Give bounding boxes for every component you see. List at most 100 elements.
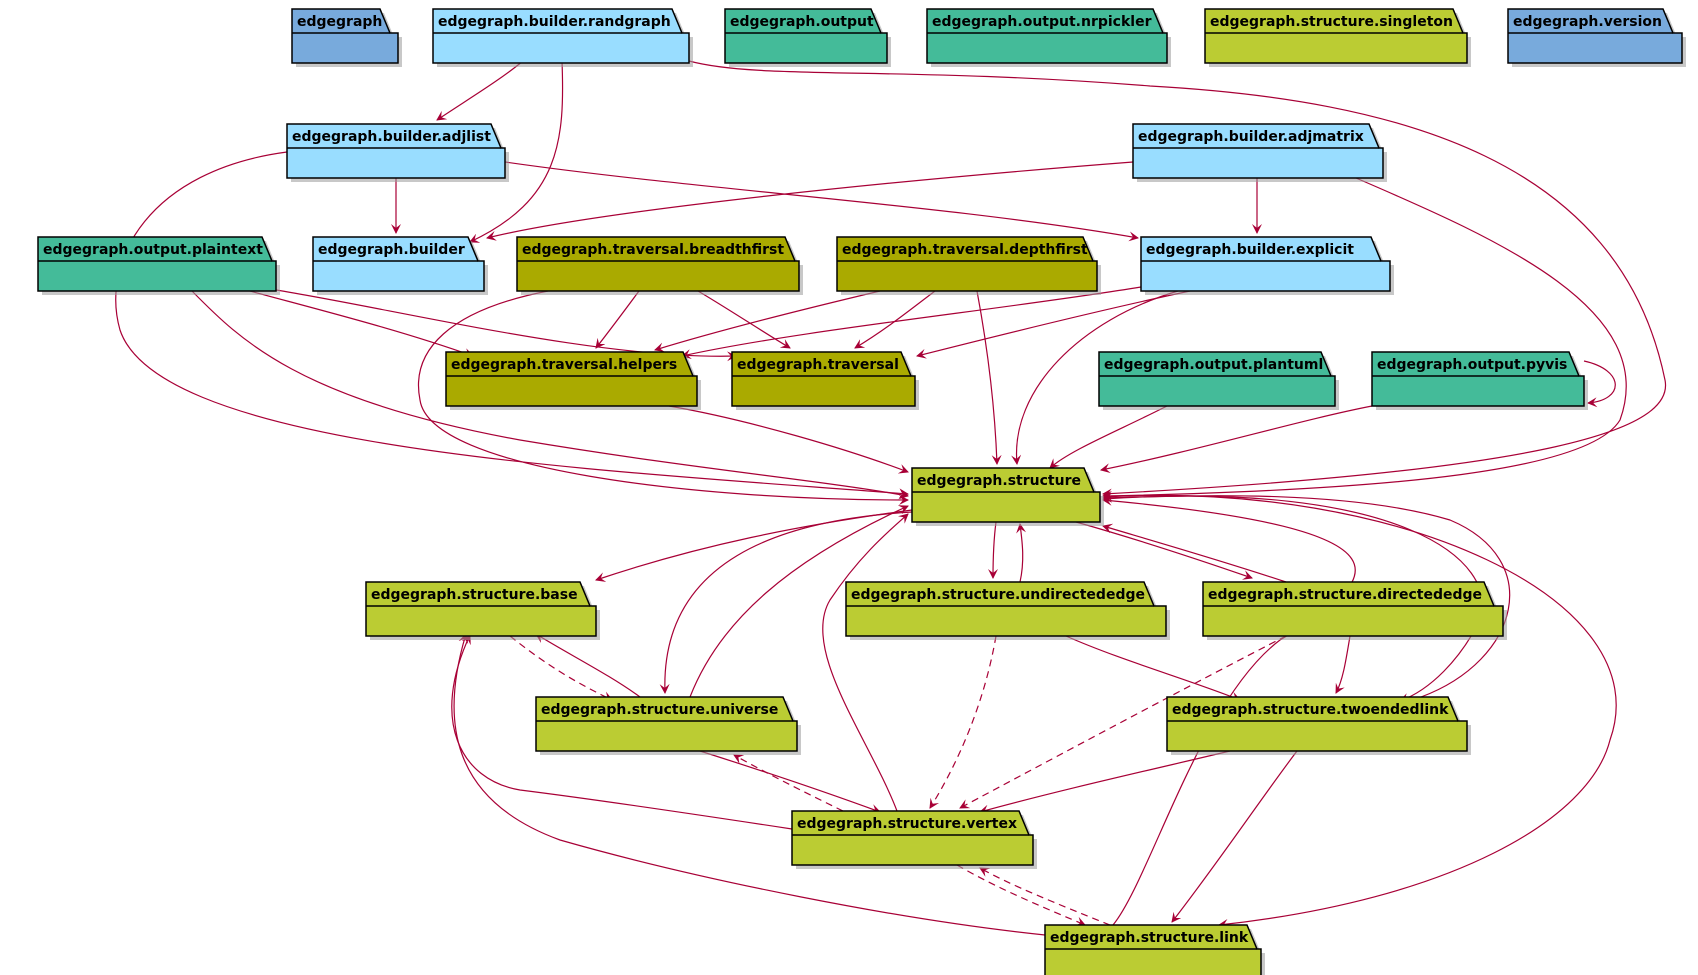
- dependency-edge-universe-to-base: [535, 633, 641, 698]
- dependency-edge-breadthfirst-to-helpers: [595, 290, 640, 349]
- package-depthfirst: edgegraph.traversal.depthfirst: [836, 236, 1101, 295]
- package-traversal: edgegraph.traversal: [731, 351, 919, 410]
- package-adjmatrix: edgegraph.builder.adjmatrix: [1132, 123, 1387, 182]
- dependency-edge-depthfirst-to-helpers: [654, 290, 881, 353]
- dependency-edge-undirectededge-to-vertex: [929, 635, 997, 809]
- package-label: edgegraph: [297, 14, 382, 30]
- package-folder-shape: [1098, 351, 1336, 407]
- package-folder-shape: [291, 8, 399, 64]
- package-singleton: edgegraph.structure.singleton: [1204, 8, 1471, 67]
- dependency-edge-directededge-to-structure: [1102, 523, 1287, 583]
- package-plaintext: edgegraph.output.plaintext: [37, 236, 280, 295]
- dependency-edge-vertex-to-structure: [822, 513, 909, 812]
- dependency-edge-pyvis-to-pyvis: [1583, 360, 1616, 408]
- dependency-edge-link-to-base: [453, 633, 1046, 936]
- package-label: edgegraph.structure.singleton: [1210, 14, 1453, 30]
- package-folder-shape: [791, 810, 1034, 866]
- package-label: edgegraph.structure.universe: [541, 702, 778, 718]
- package-label: edgegraph.structure.undirectededge: [851, 587, 1145, 603]
- package-label: edgegraph.builder.explicit: [1146, 242, 1354, 258]
- package-folder-shape: [365, 581, 597, 637]
- package-folder-shape: [1202, 581, 1504, 637]
- dependency-edge-link-to-vertex: [979, 867, 1111, 926]
- package-folder-shape: [724, 8, 888, 64]
- dependency-edges: [115, 60, 1667, 936]
- package-folder-shape: [1140, 236, 1391, 292]
- package-label: edgegraph.structure: [917, 473, 1081, 489]
- dependency-edge-directededge-to-vertex: [959, 635, 1287, 809]
- dependency-edge-universe-to-structure: [689, 505, 909, 698]
- dependency-edge-plantuml-to-structure: [1049, 405, 1168, 469]
- package-nodes: edgegraph edgegraph.builder.randgraph edge…: [37, 8, 1686, 975]
- package-folder-shape: [286, 123, 506, 179]
- dependency-edge-plaintext-to-helpers: [249, 290, 474, 358]
- dependency-edge-vertex-to-base: [451, 634, 793, 830]
- package-label: edgegraph.version: [1513, 14, 1662, 30]
- dependency-edge-explicit-to-structure: [1011, 290, 1179, 465]
- dependency-edge-base-to-universe: [509, 635, 613, 701]
- package-label: edgegraph.structure.twoendedlink: [1172, 702, 1449, 718]
- package-folder-shape: [37, 236, 277, 292]
- package-structure: edgegraph.structure: [911, 467, 1104, 526]
- package-folder-shape: [1371, 351, 1585, 407]
- package-label: edgegraph.traversal.breadthfirst: [522, 242, 784, 258]
- dependency-edge-structure-to-base: [595, 509, 913, 582]
- dependency-edge-twoendedlink-to-link: [1171, 750, 1298, 923]
- package-pyvis: edgegraph.output.pyvis: [1371, 351, 1588, 410]
- dependency-edge-twoendedlink-to-vertex: [979, 750, 1231, 815]
- package-base: edgegraph.structure.base: [365, 581, 600, 640]
- package-plantuml: edgegraph.output.plantuml: [1098, 351, 1339, 410]
- package-twoendedlink: edgegraph.structure.twoendedlink: [1166, 696, 1471, 755]
- package-folder-shape: [312, 236, 485, 292]
- package-folder-shape: [445, 351, 698, 407]
- dependency-edge-helpers-to-structure: [668, 405, 909, 474]
- package-folder-shape: [1507, 8, 1683, 64]
- package-folder-shape: [926, 8, 1168, 64]
- package-randgraph: edgegraph.builder.randgraph: [432, 8, 693, 67]
- package-builder: edgegraph.builder: [312, 236, 488, 295]
- package-folder-shape: [1132, 123, 1384, 179]
- package-helpers: edgegraph.traversal.helpers: [445, 351, 701, 410]
- dependency-edge-pyvis-to-structure: [1100, 405, 1373, 474]
- package-folder-shape: [911, 467, 1101, 523]
- package-label: edgegraph.builder.adjmatrix: [1138, 129, 1364, 145]
- package-label: edgegraph.structure.link: [1050, 930, 1249, 946]
- dependency-edge-plaintext-to-structure: [191, 290, 909, 500]
- package-link: edgegraph.structure.link: [1044, 924, 1265, 975]
- dependency-edge-adjlist-to-explicit: [504, 161, 1139, 242]
- package-label: edgegraph.traversal.helpers: [451, 357, 677, 373]
- package-undirectededge: edgegraph.structure.undirectededge: [845, 581, 1170, 640]
- package-edgegraph: edgegraph: [291, 8, 402, 67]
- dependency-edge-adjmatrix-to-builder: [486, 161, 1134, 241]
- package-directededge: edgegraph.structure.directededge: [1202, 581, 1507, 640]
- package-folder-shape: [1204, 8, 1468, 64]
- package-label: edgegraph.builder: [318, 242, 465, 258]
- package-folder-shape: [1044, 924, 1262, 975]
- dependency-edge-undirectededge-to-structure: [1016, 523, 1027, 583]
- package-breadthfirst: edgegraph.traversal.breadthfirst: [516, 236, 803, 295]
- dependency-edge-structure-to-universe: [659, 511, 913, 694]
- package-explicit: edgegraph.builder.explicit: [1140, 236, 1394, 295]
- package-adjlist: edgegraph.builder.adjlist: [286, 123, 509, 182]
- package-label: edgegraph.traversal.depthfirst: [842, 242, 1088, 258]
- dependency-edge-explicit-to-helpers: [681, 286, 1142, 359]
- dependency-edge-adjlist-to-structure: [115, 151, 909, 499]
- dependency-edge-vertex-to-universe: [733, 754, 844, 812]
- dependency-edge-structure-to-twoendedlink: [1102, 495, 1484, 703]
- package-label: edgegraph.output.nrpickler: [932, 14, 1152, 30]
- package-label: edgegraph.output: [730, 14, 874, 30]
- dependency-edge-randgraph-to-adjlist: [436, 60, 524, 121]
- package-vertex: edgegraph.structure.vertex: [791, 810, 1037, 869]
- dependency-edge-undirectededge-to-twoendedlink: [1065, 635, 1241, 702]
- package-universe: edgegraph.structure.universe: [535, 696, 801, 755]
- package-folder-shape: [836, 236, 1098, 292]
- package-label: edgegraph.output.plaintext: [43, 242, 263, 258]
- package-label: edgegraph.output.pyvis: [1377, 357, 1567, 373]
- package-folder-shape: [845, 581, 1167, 637]
- dependency-edge-breadthfirst-to-traversal: [697, 290, 791, 349]
- package-label: edgegraph.structure.base: [371, 587, 578, 603]
- package-folder-shape: [1166, 696, 1468, 752]
- dependency-edge-structure-to-undirectededge: [988, 521, 999, 579]
- package-label: edgegraph.structure.directededge: [1208, 587, 1482, 603]
